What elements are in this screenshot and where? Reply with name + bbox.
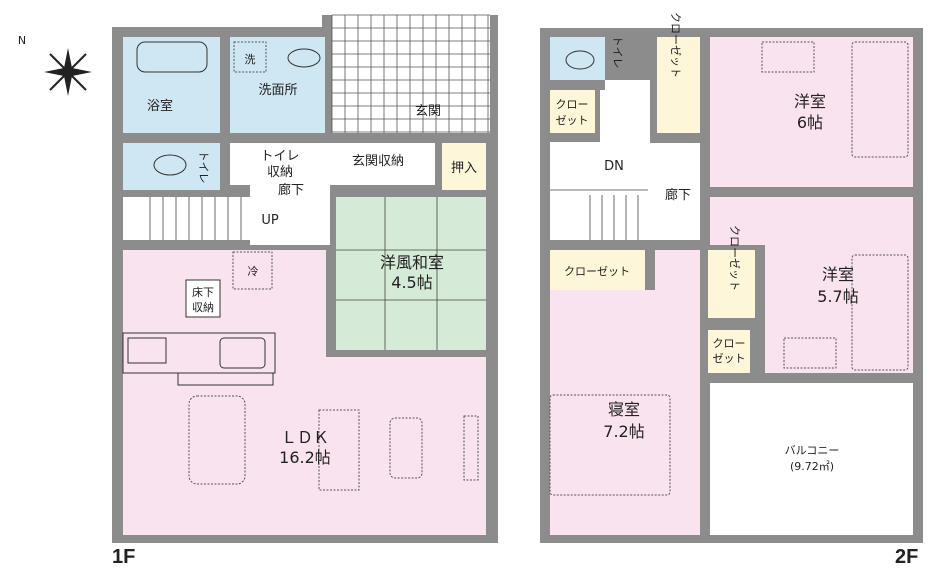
western-room-5-7-size: 5.7帖 [817,287,858,306]
oshiire-closet [442,143,486,190]
closet-label: 押入 [451,161,477,176]
underfloor-label-2: 収納 [192,301,214,314]
western-room-5-7-label: 洋室 [822,265,854,284]
closet-2f-small [550,90,595,133]
corridor-2f-label: 廊下 [665,187,691,203]
entrance-label: 玄関 [415,104,441,119]
toilet-1f [123,143,220,190]
bedroom-size: 7.2帖 [603,422,644,441]
closet-side-small-label-1: クロー [713,337,746,350]
balcony-label: バルコニー [785,444,840,457]
closet-2f-side [708,250,755,318]
stairs-up-label: UP [261,213,279,228]
balcony [710,383,913,535]
closet-small-label-2: ゼット [556,114,589,127]
closet-2f-side-small [708,330,750,373]
floor-1: 浴室 洗 洗面所 玄関 玄関収納 トイレ トイレ 収納 廊下 押入 UP 洋風和… [112,14,498,568]
toilet-2f-label: トイレ [611,36,624,69]
entrance-storage-label: 玄関収納 [352,154,404,169]
bedroom-label: 寝室 [608,400,640,419]
japanese-room-size: 4.5帖 [391,273,432,292]
western-room-6 [710,37,913,187]
floor-2: トイレ クロー ゼット クローゼット DN 廊下 洋室 6帖 洋室 5.7帖 ク… [540,12,923,568]
bath-room [123,37,220,133]
floor-2-label: 2F [895,546,918,568]
japanese-room [336,197,486,350]
stairs-2f [550,142,648,240]
japanese-room-label: 洋風和室 [380,253,444,272]
closet-side-label: クローゼット [728,225,741,291]
underfloor-label-1: 床下 [192,285,214,299]
western-room-5-7 [710,197,913,373]
toilet-label: トイレ [197,151,210,184]
entrance [332,15,490,133]
bath-label: 浴室 [147,98,173,114]
compass-icon: N [18,34,92,96]
toilet-storage-label-2: 収納 [267,165,293,180]
floor-1-label: 1F [112,546,135,568]
ldk [123,250,486,535]
closet-vertical-label: クローゼット [669,12,682,78]
washroom [230,37,325,133]
bedroom [550,250,700,535]
toilet-2f [550,37,605,80]
western-room-6-label: 洋室 [794,92,826,111]
corridor-label: 廊下 [278,182,304,198]
western-room-6-size: 6帖 [797,113,823,132]
ldk-size: 16.2帖 [279,448,331,467]
stairs-1f [123,197,250,240]
washroom-label: 洗面所 [258,83,297,98]
balcony-area: (9.72㎡) [790,460,834,473]
north-label: N [18,34,26,47]
closet-2f-wide [550,250,645,290]
closet-wide-label: クローゼット [564,265,630,278]
ldk-label: ＬＤＫ [281,428,329,447]
toilet-storage-label-1: トイレ [260,149,299,164]
closet-2f-vertical [657,37,700,133]
washer-label: 洗 [245,53,256,66]
fridge-label: 冷 [248,265,259,278]
closet-side-small-label-2: ゼット [713,352,746,365]
closet-small-label-1: クロー [556,98,589,111]
stairs-dn-label: DN [604,159,624,174]
